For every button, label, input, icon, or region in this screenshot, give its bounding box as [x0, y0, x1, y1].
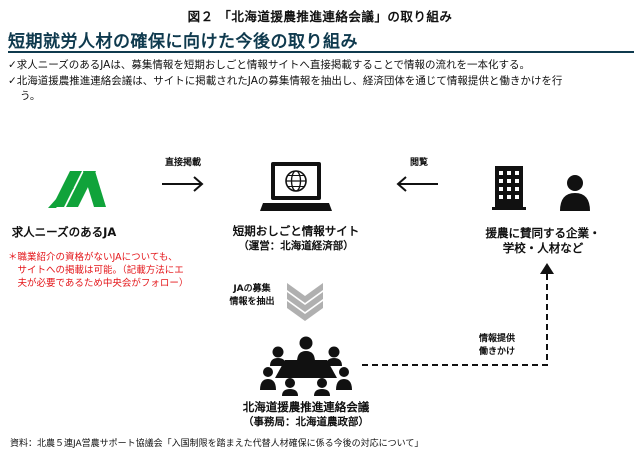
laptop-globe-icon: [260, 162, 332, 211]
person-icon: [560, 175, 590, 211]
node-council-sublabel: （事務局：北海道農政部）: [243, 416, 369, 428]
ja-footnote-line-2: サイトへの掲載は可能。（記載方法にエ: [8, 265, 184, 276]
node-companies-sublabel: 学校・人材など: [502, 241, 584, 255]
arrow-companies-to-site: [396, 176, 438, 192]
node-site-label: 短期おしごと情報サイト: [232, 224, 360, 238]
node-companies-label: 援農に賛同する企業・: [485, 226, 601, 240]
label-provide-line-2: 働きかけ: [478, 347, 515, 357]
meeting-table-icon: [260, 336, 352, 396]
label-browse: 閲覧: [409, 158, 428, 168]
dashed-arrow-council-to-companies: [362, 272, 548, 366]
ja-footnote-line-1: ＊職業紹介の資格がないJAについても、: [8, 252, 178, 263]
chevrons-down-icon: [287, 283, 323, 321]
bullet-1: ✓求人ニーズのあるJAは、募集情報を短期おしごと情報サイトへ直接掲載することで情…: [8, 59, 531, 71]
dashed-arrow-head: [540, 263, 554, 274]
subtitle-underline: [8, 51, 634, 53]
source-note: 資料：北農５連JA営農サポート協議会「入国制限を踏まえた代替人材確保に係る今後の…: [10, 439, 424, 449]
arrow-ja-to-site: [162, 176, 204, 192]
ja-footnote: ＊職業紹介の資格がないJAについても、 サイトへの掲載は可能。（記載方法にエ 夫…: [8, 251, 188, 290]
figure-title: 図２ 「北海道援農推進連絡会議」の取り組み: [187, 9, 453, 24]
label-provide-line-1: 情報提供: [478, 334, 515, 344]
ja-footnote-line-3: 夫が必要であるため中央会がフォロー）: [8, 278, 189, 289]
node-council-label: 北海道援農推進連絡会議: [242, 400, 370, 414]
node-ja-label: 求人ニーズのあるJA: [11, 225, 117, 239]
node-site-sublabel: （運営：北海道経済部）: [238, 240, 354, 252]
label-extract-line-1: JAの募集: [233, 284, 271, 294]
bullet-2-continuation: う。: [20, 90, 41, 102]
label-extract-line-2: 情報を抽出: [229, 297, 275, 307]
subtitle: 短期就労人材の確保に向けた今後の取り組み: [8, 32, 358, 52]
label-direct-post: 直接掲載: [164, 158, 201, 168]
building-icon: [492, 166, 526, 210]
bullet-2: ✓北海道援農推進連絡会議は、サイトに掲載されたJAの募集情報を抽出し、経済団体を…: [8, 75, 563, 87]
ja-logo: [48, 171, 106, 208]
